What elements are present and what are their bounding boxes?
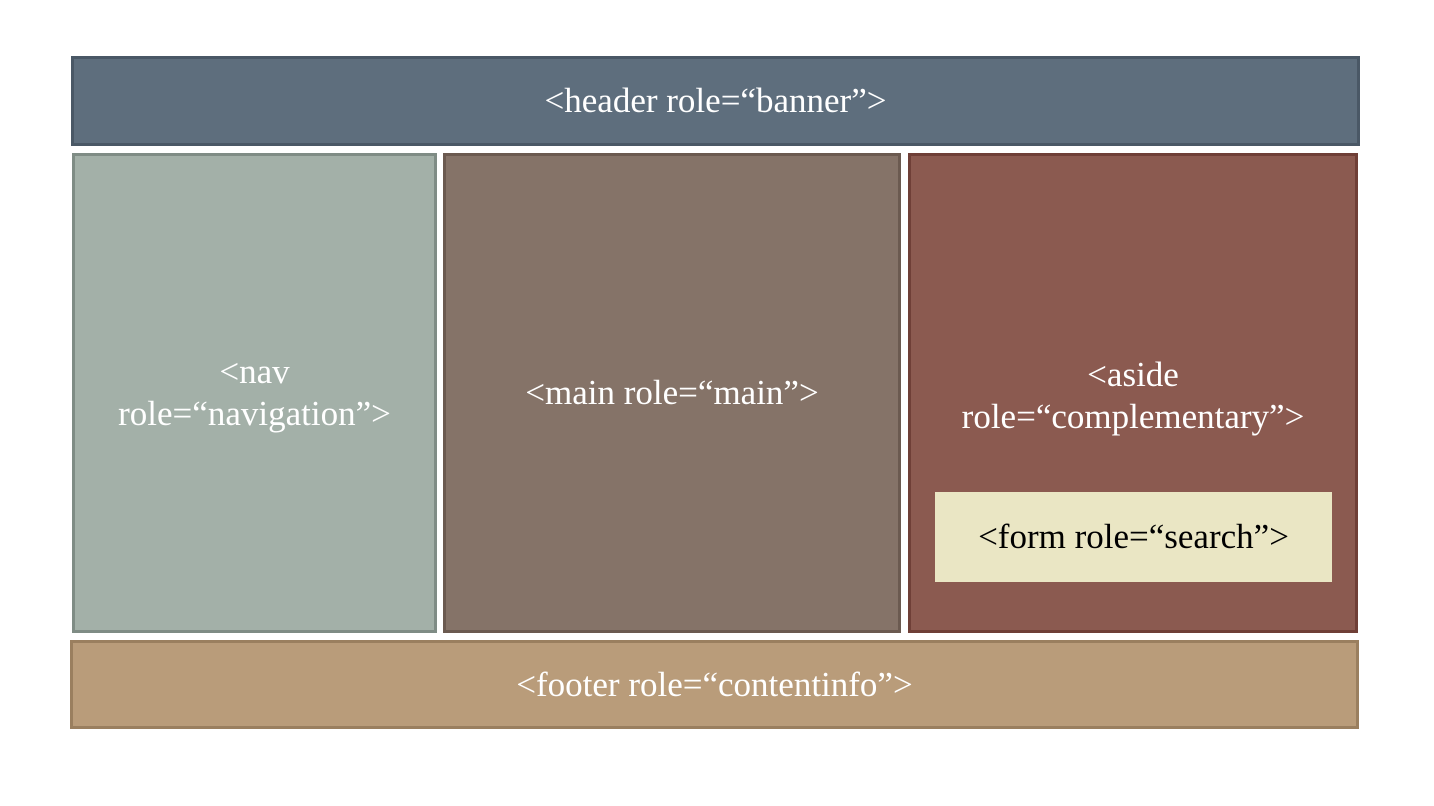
footer-contentinfo-label: <footer role=“contentinfo”> [516,664,913,704]
nav-navigation-box: <nav role=“navigation”> [72,153,437,633]
main-main-box: <main role=“main”> [443,153,901,633]
aside-complementary-box: <aside role=“complementary”> <form role=… [908,153,1358,633]
aside-complementary-label: <aside role=“complementary”> [961,355,1305,436]
header-banner-label: <header role=“banner”> [544,81,887,120]
nav-navigation-label: <nav role=“navigation”> [118,352,391,433]
header-banner-box: <header role=“banner”> [71,56,1360,146]
footer-contentinfo-box: <footer role=“contentinfo”> [70,640,1359,729]
main-main-label: <main role=“main”> [525,373,819,412]
form-search-label: <form role=“search”> [978,517,1289,556]
form-search-box: <form role=“search”> [935,492,1332,582]
